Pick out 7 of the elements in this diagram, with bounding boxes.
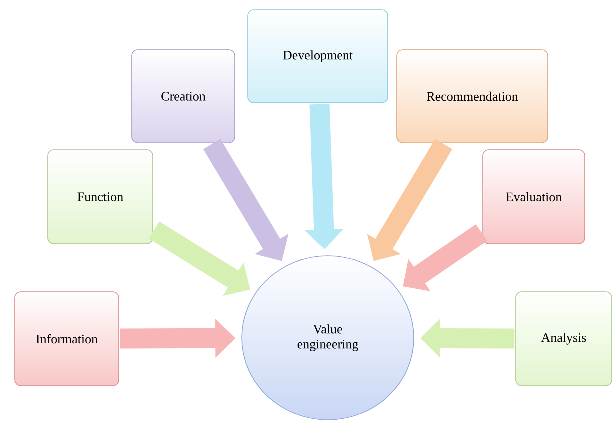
step-box: Development bbox=[248, 10, 388, 104]
step-box: Function bbox=[48, 150, 154, 244]
step-box: Evaluation bbox=[482, 150, 586, 244]
step-box: Recommendation bbox=[396, 50, 548, 144]
step-box: Creation bbox=[132, 50, 236, 144]
step-box: Information bbox=[14, 292, 120, 386]
step-box: Analysis bbox=[516, 292, 612, 386]
